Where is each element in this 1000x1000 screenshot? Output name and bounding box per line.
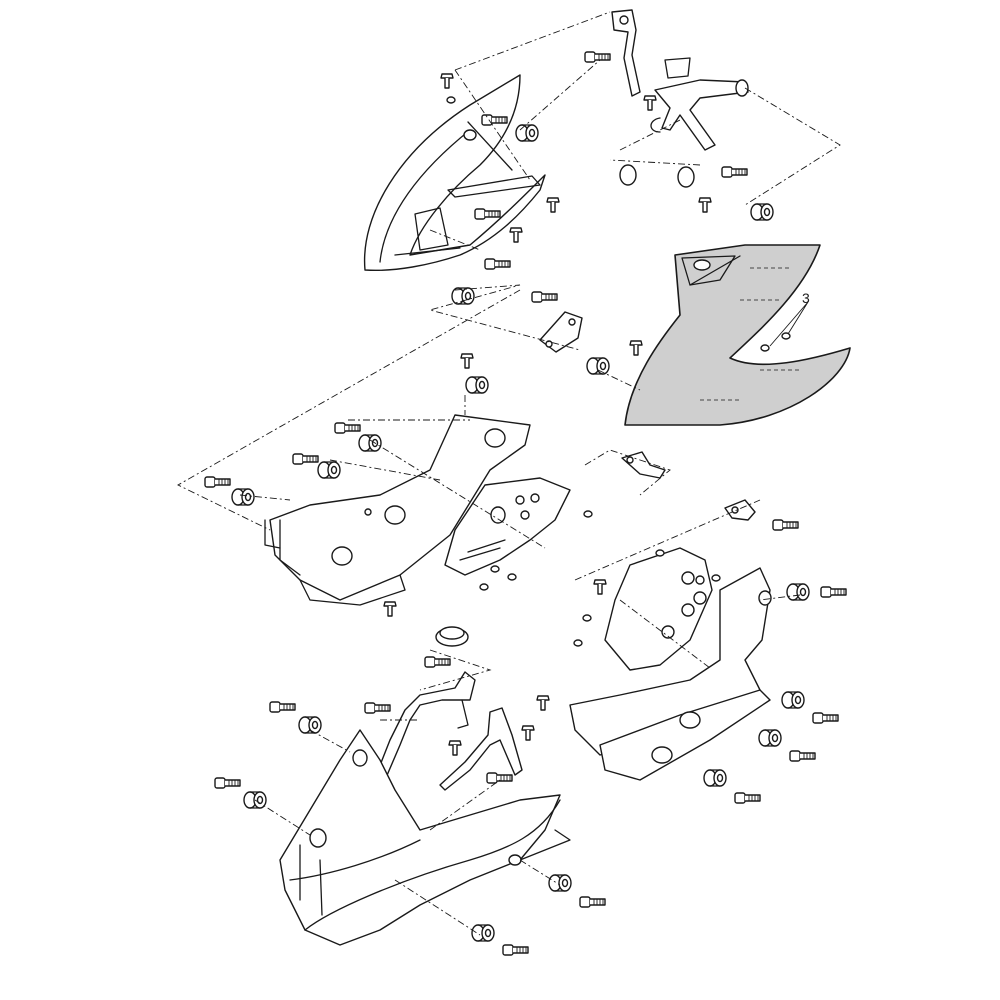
lower-screw-b — [536, 695, 550, 711]
under-grommet-a — [298, 716, 322, 734]
clip-bolt-right — [772, 519, 799, 531]
side-cowl-panel-shaded — [624, 244, 851, 426]
under-bolt-d — [502, 944, 529, 956]
under-bolt-c — [579, 896, 606, 908]
plate-washer-d — [479, 583, 489, 591]
lower-stay-left — [374, 671, 476, 781]
stay-screw-left — [448, 740, 462, 756]
inner-frame-panel — [264, 414, 531, 606]
stay-screw — [643, 95, 657, 111]
frame-top-screw — [460, 353, 474, 369]
callout-3-washer-b — [781, 332, 791, 340]
cowl-bolt-a — [481, 114, 508, 126]
under-grommet-d — [471, 924, 495, 942]
small-bracket-plate — [539, 311, 583, 353]
upper-mount-bracket — [611, 9, 641, 97]
bracket-bolt-top — [584, 51, 611, 63]
stay-collars — [619, 164, 695, 188]
stay-bolt — [721, 166, 748, 178]
lower-bolt-d — [734, 792, 761, 804]
plate-washer-b — [490, 565, 500, 573]
cowl-screw-c — [509, 227, 523, 243]
frame-bolt-a — [334, 422, 361, 434]
cowl-grommet — [515, 124, 539, 142]
lower-bolt-a — [820, 586, 847, 598]
inner-cover-right — [604, 547, 713, 671]
stay-bolt-left-b — [364, 702, 391, 714]
under-bolt-a — [269, 701, 296, 713]
lower-washer-d — [573, 639, 583, 647]
lower-bolt-b — [812, 712, 839, 724]
frame-grommet-b — [317, 461, 341, 479]
assembly-lines — [177, 11, 841, 936]
hose-clamp — [435, 626, 469, 647]
lower-grommet-d — [703, 769, 727, 787]
frame-grommet-a — [358, 434, 382, 452]
front-cowl-panel — [363, 74, 546, 272]
under-bolt-b — [214, 777, 241, 789]
cowl-bolt-b — [474, 208, 501, 220]
bracket-plate-bolt — [531, 291, 558, 303]
stay-screw-right — [521, 725, 535, 741]
stay-bolt-left — [424, 656, 451, 668]
callout-3-label: 3 — [802, 290, 810, 306]
under-cowl — [279, 729, 571, 946]
side-panel-grommet-b — [586, 357, 610, 375]
under-grommet-c — [548, 874, 572, 892]
lower-screw-a — [593, 579, 607, 595]
cowl-screw-b — [546, 197, 560, 213]
lower-bolt-c — [789, 750, 816, 762]
lower-stay-right — [439, 707, 523, 791]
callout-3-leader — [769, 301, 809, 347]
cowl-top-screw — [440, 73, 454, 89]
stay-bolt-right — [486, 772, 513, 784]
plate-washer-a — [583, 510, 593, 518]
lower-grommet-b — [781, 691, 805, 709]
lower-washer-a — [655, 549, 665, 557]
side-panel-screw — [698, 197, 712, 213]
frame-bolt-b — [292, 453, 319, 465]
headlight-stay — [650, 57, 749, 151]
lower-grommet-c — [758, 729, 782, 747]
lower-grommet-a — [786, 583, 810, 601]
cowl-bolt-c — [484, 258, 511, 270]
cowl-top-washer — [446, 96, 456, 104]
side-panel-grommet — [750, 203, 774, 221]
side-panel-screw-b — [629, 340, 643, 356]
lower-washer-c — [582, 614, 592, 622]
clip-bracket-right — [724, 499, 756, 521]
frame-bottom-screw — [383, 601, 397, 617]
lower-washer-b — [711, 574, 721, 582]
plate-washer-c — [507, 573, 517, 581]
frame-grommet-c — [231, 488, 255, 506]
callout-3-washer-a — [760, 344, 770, 352]
clip-bracket-center — [621, 451, 666, 479]
frame-bolt-c — [204, 476, 231, 488]
vented-inner-plate — [444, 477, 571, 576]
frame-top-grommet — [465, 376, 489, 394]
lower-side-panel — [569, 567, 772, 781]
